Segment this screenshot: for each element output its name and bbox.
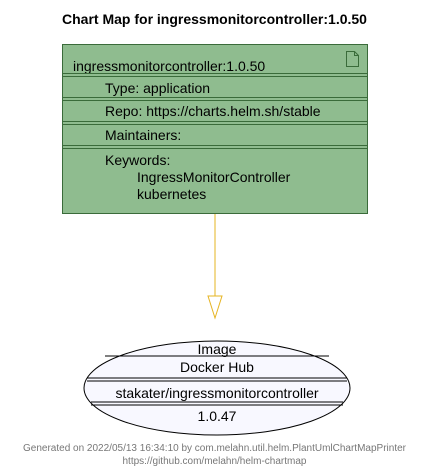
chart-node[interactable]: ingressmonitorcontroller:1.0.50 Type: ap… — [62, 44, 368, 214]
image-ellipse — [83, 340, 351, 436]
keyword-item: kubernetes — [137, 186, 207, 202]
document-icon — [346, 51, 359, 67]
chart-maintainers: Maintainers: — [105, 127, 182, 143]
footer-link[interactable]: https://github.com/melahn/helm-chartmap — [122, 456, 307, 467]
image-node[interactable]: Image Docker Hub stakater/ingressmonitor… — [83, 340, 351, 436]
image-repository: stakater/ingressmonitorcontroller — [115, 385, 319, 401]
chart-name: ingressmonitorcontroller:1.0.50 — [73, 58, 266, 74]
footer-generated: Generated on 2022/05/13 16:34:10 by com.… — [23, 443, 406, 454]
diagram-title: Chart Map for ingressmonitorcontroller:1… — [62, 11, 367, 27]
image-registry: Docker Hub — [180, 359, 254, 375]
separator — [63, 73, 367, 77]
chart-type: Type: application — [105, 80, 211, 96]
chart-repo: Repo: https://charts.helm.sh/stable — [105, 103, 321, 119]
image-label: Image — [197, 341, 237, 357]
separator — [63, 97, 367, 101]
keyword-item: IngressMonitorController — [137, 169, 291, 185]
separator — [63, 145, 367, 149]
chart-keywords-label: Keywords: — [105, 152, 171, 168]
separator — [63, 121, 367, 125]
image-tag: 1.0.47 — [197, 408, 237, 424]
